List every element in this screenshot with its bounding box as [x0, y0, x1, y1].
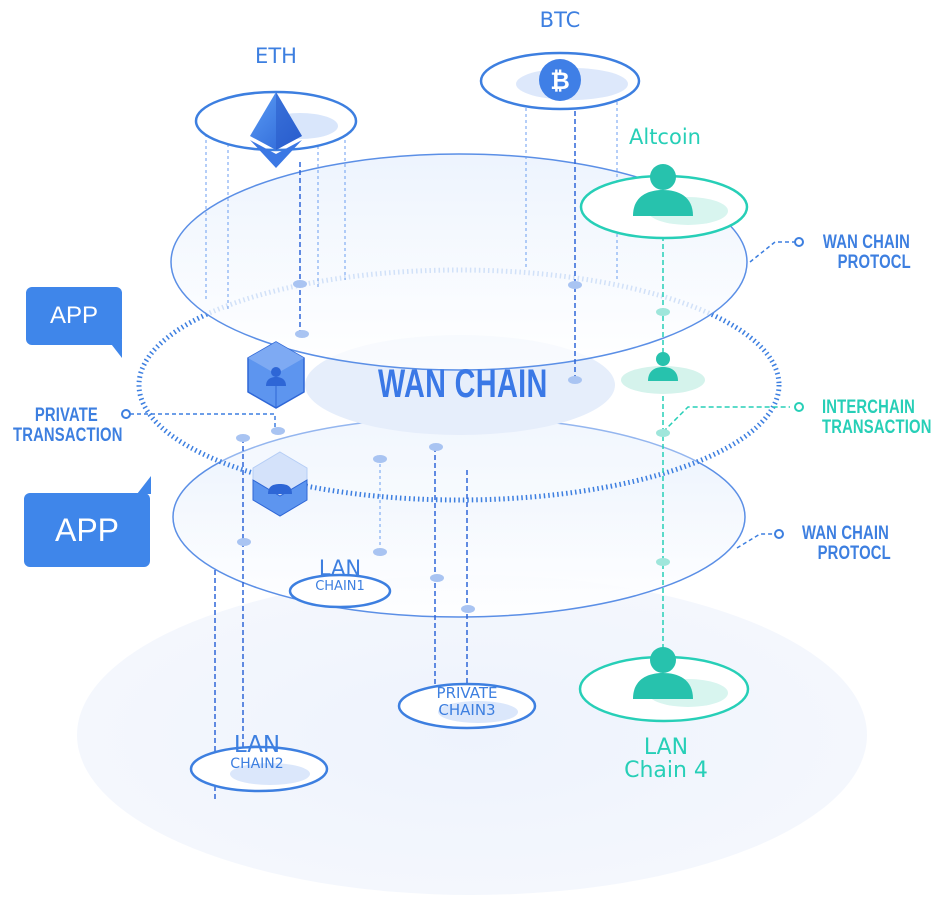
- interchain-transaction-label: INTERCHAIN TRANSACTION: [822, 397, 932, 438]
- lan-chain4-node: [578, 647, 750, 723]
- eth-node: [194, 90, 358, 168]
- private-transaction-label: PRIVATE TRANSACTION: [13, 405, 123, 446]
- lan-chain2-label: LAN CHAIN2: [230, 732, 284, 772]
- wan-chain-protocol-bottom: WAN CHAIN PROTOCL: [802, 523, 891, 564]
- lan-chain1-label: LAN CHAIN1: [315, 556, 365, 594]
- cube-lower-icon: [252, 451, 308, 517]
- cube-icon: [247, 341, 305, 409]
- wan-chain-protocol-top: WAN CHAIN PROTOCL: [822, 232, 911, 273]
- private-chain3-label: PRIVATE CHAIN3: [436, 684, 498, 719]
- eth-label: ETH: [255, 44, 297, 68]
- lan-chain1-ring: [288, 573, 392, 609]
- bitcoin-icon: [539, 59, 581, 101]
- altcoin-node: [579, 164, 749, 240]
- user-icon: [633, 647, 693, 699]
- app-bubble-top: APP: [26, 287, 122, 345]
- altcoin-proxy: [621, 352, 705, 394]
- btc-label: BTC: [539, 8, 581, 32]
- svg-text:₿: ₿: [550, 68, 570, 95]
- user-icon: [633, 164, 693, 216]
- app-bubble-bottom: APP: [24, 493, 150, 567]
- wan-chain-title: WAN CHAIN: [378, 362, 548, 406]
- app-label: APP: [49, 302, 99, 329]
- app-label: APP: [54, 511, 120, 548]
- lan-chain4-label: LAN Chain 4: [624, 735, 708, 783]
- base-platform: [77, 575, 867, 895]
- altcoin-label: Altcoin: [629, 125, 701, 149]
- btc-node: ₿: [479, 51, 641, 111]
- ethereum-icon: [250, 92, 302, 168]
